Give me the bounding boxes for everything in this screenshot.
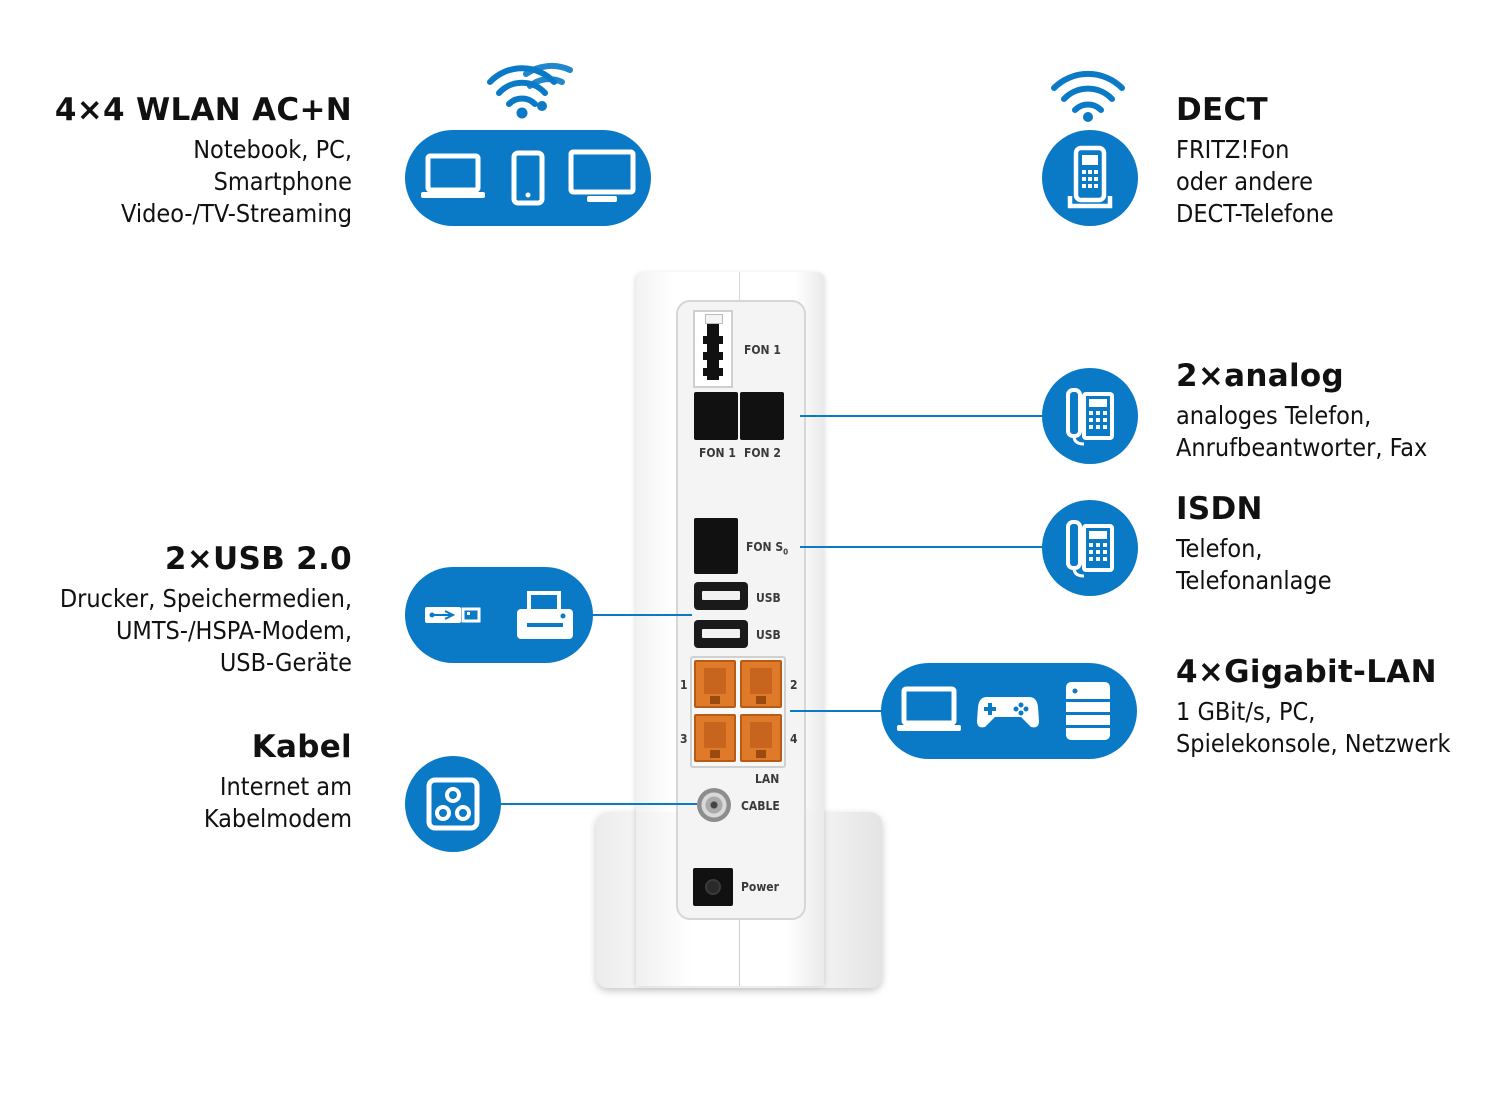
power-port (693, 868, 733, 906)
gamepad-icon (977, 697, 1039, 728)
feature-line: Kabelmodem (203, 804, 352, 833)
rj11-port-fon1 (694, 392, 738, 440)
feature-lan: 4×Gigabit-LAN 1 GBit/s, PC, Spielekonsol… (1176, 654, 1451, 760)
tae-socket (693, 310, 733, 388)
laptop-icon (897, 686, 961, 731)
port-label-power: Power (741, 880, 779, 894)
printer-icon (517, 591, 573, 639)
port-label-fon2: FON 2 (744, 446, 781, 460)
feature-title: Kabel (251, 729, 352, 765)
cable-socket-icon (426, 777, 480, 831)
feature-line: Smartphone (213, 167, 352, 196)
feature-line: Telefon, (1176, 534, 1263, 563)
lan-port-2 (740, 660, 782, 708)
feature-wlan: 4×4 WLAN AC+N Notebook, PC, Smartphone V… (55, 92, 352, 230)
feature-analog: 2×analog analoges Telefon, Anrufbeantwor… (1176, 358, 1427, 464)
isdn-port (694, 518, 738, 574)
wifi-signal-icon (1051, 70, 1125, 122)
lan-port-4 (740, 714, 782, 762)
usb-stick-icon (425, 607, 481, 623)
feature-isdn: ISDN Telefon, Telefonanlage (1176, 491, 1332, 597)
lan-port-number: 3 (680, 732, 688, 746)
connector-analog (800, 415, 1044, 417)
connector-lan (790, 710, 882, 712)
feature-title: 4×4 WLAN AC+N (54, 92, 352, 128)
desk-phone-icon (1066, 520, 1114, 578)
usb-port-1 (694, 582, 748, 610)
lan-port-1 (694, 660, 736, 708)
connector-kabel (500, 803, 697, 805)
desk-phone-icon (1066, 388, 1114, 446)
cable-port (697, 788, 731, 822)
feature-title: ISDN (1176, 491, 1263, 527)
feature-title: DECT (1176, 92, 1269, 128)
feature-line: Drucker, Speichermedien, (59, 584, 352, 613)
port-label-fon-s0-main: FON S (746, 540, 784, 554)
rj11-port-fon2 (740, 392, 784, 440)
analog-circle (1042, 368, 1138, 464)
feature-kabel: Kabel Internet am Kabelmodem (204, 729, 352, 835)
port-label-cable: CABLE (741, 799, 780, 813)
feature-line: DECT-Telefone (1176, 199, 1334, 228)
feature-dect: DECT FRITZ!Fon oder andere DECT-Telefone (1176, 92, 1334, 230)
router-seam (739, 272, 740, 300)
router-seam (739, 920, 740, 986)
feature-line: analoges Telefon, (1176, 401, 1372, 430)
port-label-fon1: FON 1 (699, 446, 736, 460)
laptop-icon (421, 153, 485, 198)
lan-port-number: 2 (790, 678, 798, 692)
feature-line: Spielekonsole, Netzwerk (1176, 729, 1451, 758)
smartphone-icon (511, 150, 545, 206)
feature-line: FRITZ!Fon (1176, 135, 1290, 164)
feature-usb: 2×USB 2.0 Drucker, Speichermedien, UMTS-… (60, 541, 352, 679)
isdn-circle (1042, 500, 1138, 596)
kabel-circle (405, 756, 501, 852)
port-label-fon-s0-sub: 0 (783, 547, 789, 557)
port-label-lan: LAN (755, 772, 780, 786)
port-label-fon-s0: FON S0 (746, 540, 788, 556)
connector-isdn (800, 546, 1044, 548)
dect-phone-icon (1067, 145, 1113, 209)
feature-line: Anrufbeantworter, Fax (1176, 433, 1428, 462)
usb-devices-pill (405, 567, 593, 663)
lan-port-number: 1 (680, 678, 688, 692)
lan-port-3 (694, 714, 736, 762)
lan-devices-pill (881, 663, 1137, 759)
feature-line: oder andere (1176, 167, 1313, 196)
feature-line: Internet am (219, 772, 352, 801)
dect-circle (1042, 130, 1138, 226)
monitor-icon (568, 149, 636, 202)
connector-usb (592, 614, 692, 616)
feature-line: Notebook, PC, (193, 135, 352, 164)
wlan-devices-pill (405, 130, 651, 226)
feature-line: Telefonanlage (1176, 566, 1332, 595)
usb-port-2 (694, 620, 748, 648)
feature-title: 2×USB 2.0 (164, 541, 352, 577)
feature-title: 2×analog (1176, 358, 1344, 394)
lan-port-number: 4 (790, 732, 798, 746)
feature-line: UMTS-/HSPA-Modem, (115, 616, 352, 645)
server-icon (1066, 682, 1110, 740)
feature-line: Video-/TV-Streaming (120, 199, 352, 228)
port-label-fon1-tae: FON 1 (744, 343, 781, 357)
wifi-signal-icon (487, 62, 573, 119)
feature-line: USB-Geräte (219, 648, 352, 677)
port-label-usb2: USB (756, 628, 781, 642)
feature-line: 1 GBit/s, PC, (1176, 697, 1316, 726)
port-label-usb1: USB (756, 591, 781, 605)
feature-title: 4×Gigabit-LAN (1176, 654, 1437, 690)
